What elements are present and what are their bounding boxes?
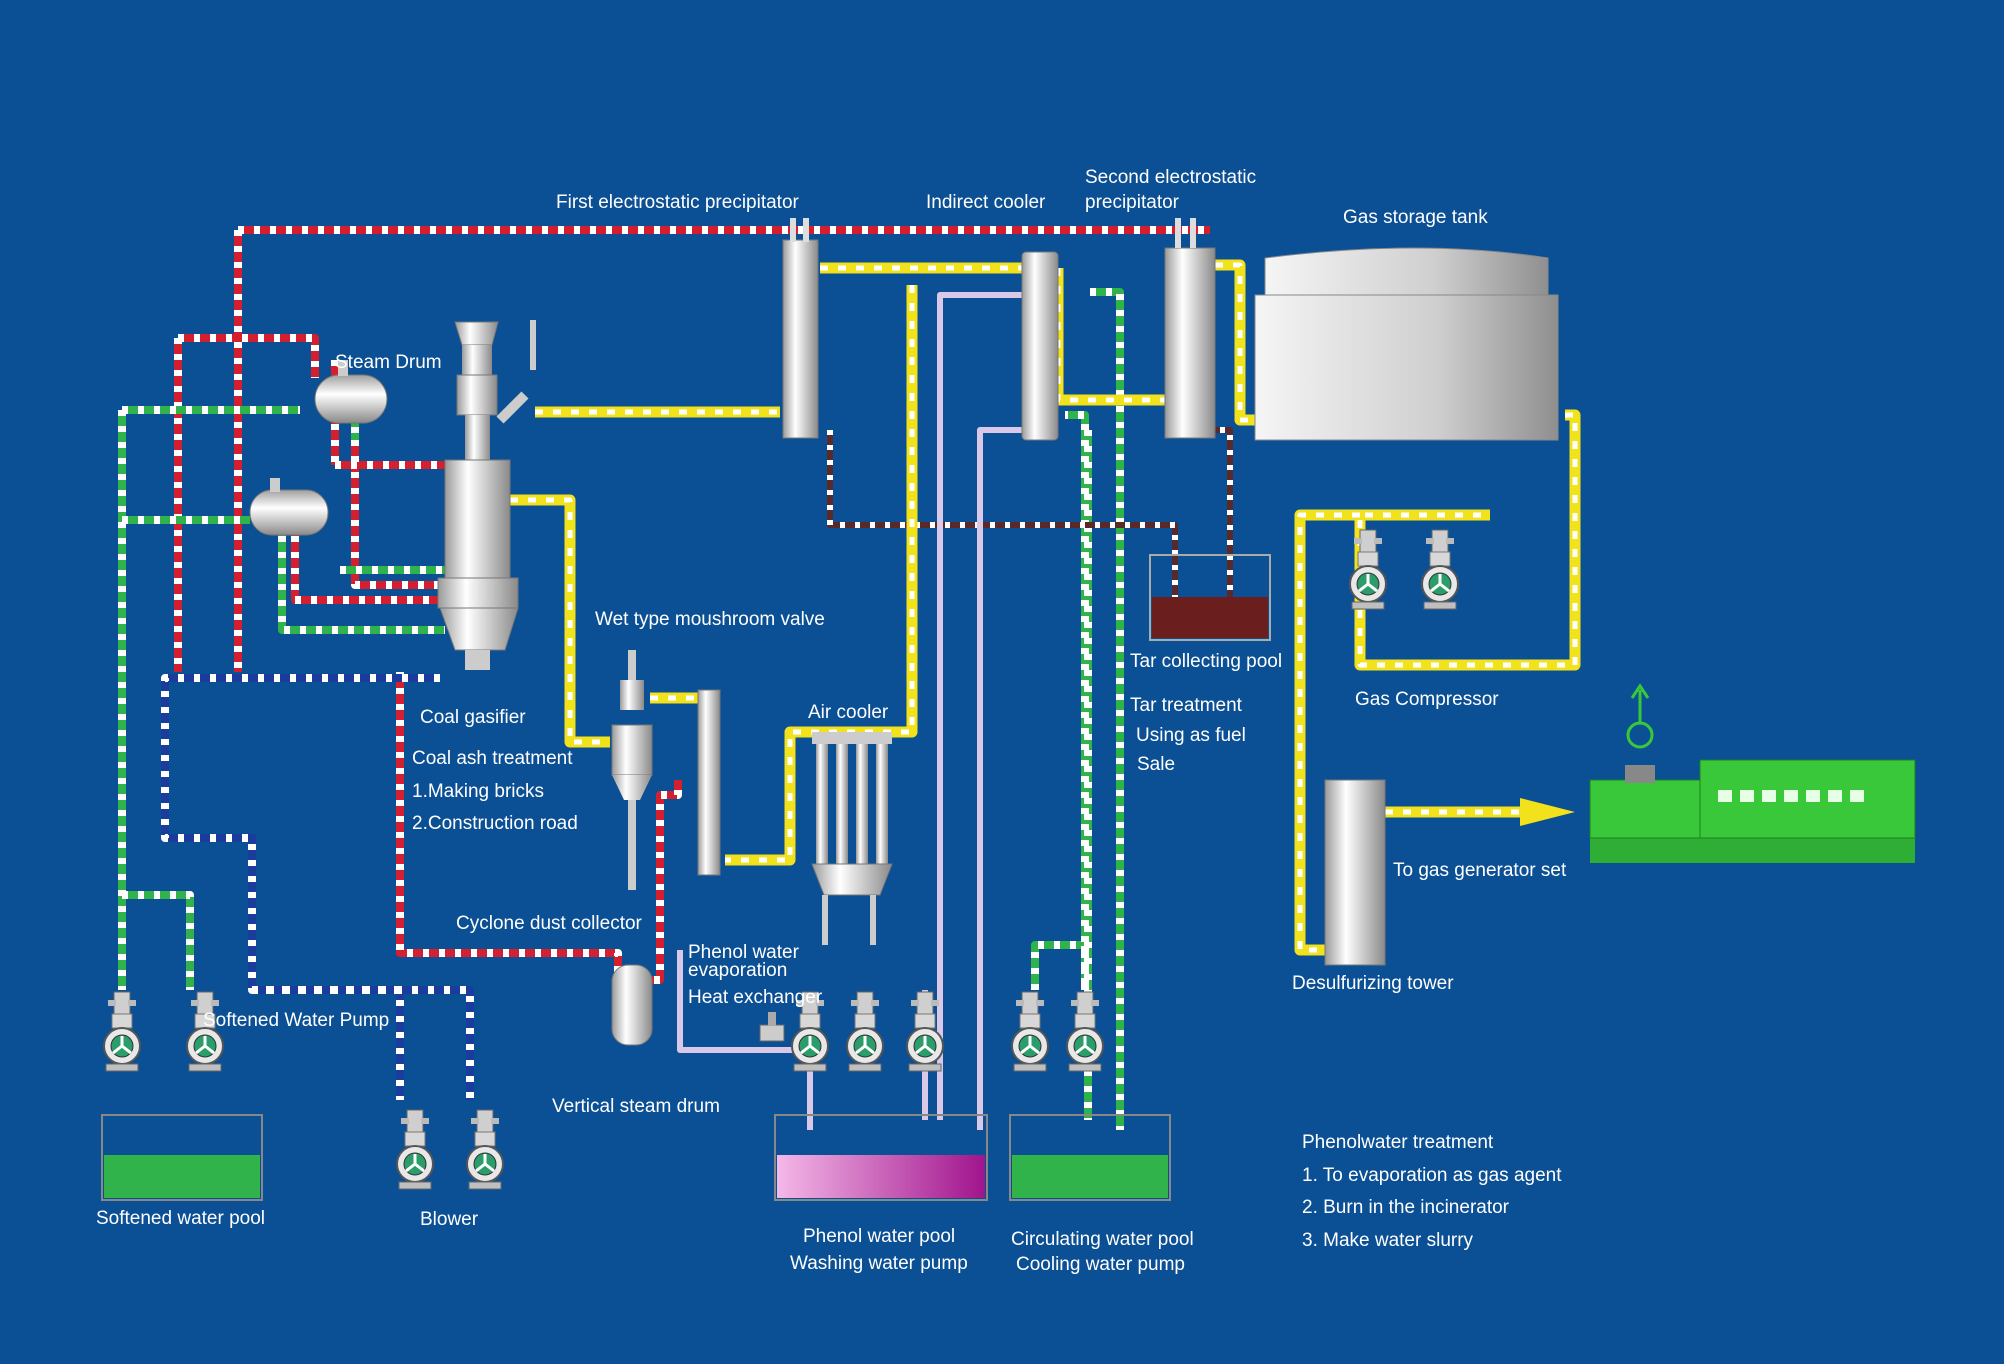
- label-phenol-water-evap-1: Phenol water: [688, 942, 800, 963]
- label-first-esp: First electrostatic precipitator: [556, 192, 800, 213]
- valve-icon: [759, 1012, 785, 1042]
- label-using-as-fuel: Using as fuel: [1136, 725, 1246, 746]
- pump-icon: [102, 990, 142, 1073]
- label-softened-water-pump: Softened Water Pump: [203, 1010, 389, 1031]
- phenol-water-pool: [774, 1114, 988, 1201]
- label-second-esp-1: Second electrostatic: [1085, 167, 1256, 188]
- label-second-esp-2: precipitator: [1085, 192, 1180, 213]
- label-gas-compressor: Gas Compressor: [1355, 689, 1499, 710]
- arrow-icon: [1520, 798, 1575, 826]
- first-electrostatic-precipitator: [782, 218, 819, 439]
- label-pw-item2: 2. Burn in the incinerator: [1302, 1197, 1510, 1218]
- label-cyclone-dust-collector: Cyclone dust collector: [456, 913, 643, 934]
- label-coal-gasifier: Coal gasifier: [420, 707, 526, 728]
- generator-icon: [1589, 683, 1916, 863]
- steam-drum: [314, 360, 388, 424]
- pump-icon: [465, 1108, 505, 1191]
- label-phenol-water-evap-2: evaporation: [688, 960, 787, 981]
- label-tar-collecting-pool: Tar collecting pool: [1130, 651, 1282, 672]
- label-indirect-cooler: Indirect cooler: [926, 192, 1046, 213]
- desulfurizing-tower: [1324, 779, 1386, 966]
- label-phenolwater-treatment: Phenolwater treatment: [1302, 1132, 1494, 1153]
- label-coal-ash-treatment: Coal ash treatment: [412, 748, 573, 769]
- label-cooling-water-pump: Cooling water pump: [1016, 1254, 1185, 1275]
- label-phenol-water-pool: Phenol water pool: [803, 1226, 955, 1247]
- label-wet-type-valve: Wet type moushroom valve: [595, 609, 825, 630]
- pump-icon: [1010, 990, 1050, 1073]
- tar-lines: [827, 427, 1233, 600]
- label-pw-item3: 3. Make water slurry: [1302, 1230, 1474, 1251]
- label-to-gas-generator-set: To gas generator set: [1393, 860, 1567, 881]
- air-lines: [161, 674, 474, 1100]
- label-steam-drum: Steam Drum: [335, 352, 442, 373]
- pump-icon: [1420, 528, 1460, 611]
- label-circulating-water-pool: Circulating water pool: [1011, 1229, 1194, 1250]
- softened-water-pool: [101, 1114, 263, 1201]
- label-construction-road: 2.Construction road: [412, 813, 578, 834]
- label-vertical-steam-drum: Vertical steam drum: [552, 1096, 720, 1117]
- cyclone-dust-collector: [611, 650, 721, 890]
- air-cooler: [811, 732, 893, 945]
- label-making-bricks: 1.Making bricks: [412, 781, 544, 802]
- second-electrostatic-precipitator: [1164, 218, 1216, 439]
- label-softened-water-pool: Softened water pool: [96, 1208, 265, 1229]
- label-sale: Sale: [1137, 754, 1175, 775]
- pump-icon: [845, 990, 885, 1073]
- label-gas-storage-tank: Gas storage tank: [1343, 207, 1488, 228]
- vertical-steam-drum: [611, 964, 653, 1046]
- coal-gasifier: [437, 320, 536, 670]
- pump-icon: [395, 1108, 435, 1191]
- lower-steam-drum: [249, 478, 329, 536]
- label-blower: Blower: [420, 1209, 479, 1230]
- label-washing-water-pump: Washing water pump: [790, 1253, 968, 1274]
- label-desulfurizing-tower: Desulfurizing tower: [1292, 973, 1454, 994]
- steam-lines: [174, 226, 1210, 984]
- label-heat-exchanger: Heat exchanger: [688, 987, 823, 1008]
- label-tar-treatment: Tar treatment: [1130, 695, 1243, 716]
- pump-icon: [1065, 990, 1105, 1073]
- pump-icon: [185, 990, 225, 1073]
- circulating-water-pool: [1009, 1114, 1171, 1201]
- tar-collecting-pool: [1149, 554, 1271, 641]
- indirect-cooler: [1021, 251, 1059, 441]
- gas-storage-tank: [1254, 247, 1559, 441]
- label-air-cooler: Air cooler: [808, 702, 889, 723]
- label-pw-item1: 1. To evaporation as gas agent: [1302, 1165, 1562, 1186]
